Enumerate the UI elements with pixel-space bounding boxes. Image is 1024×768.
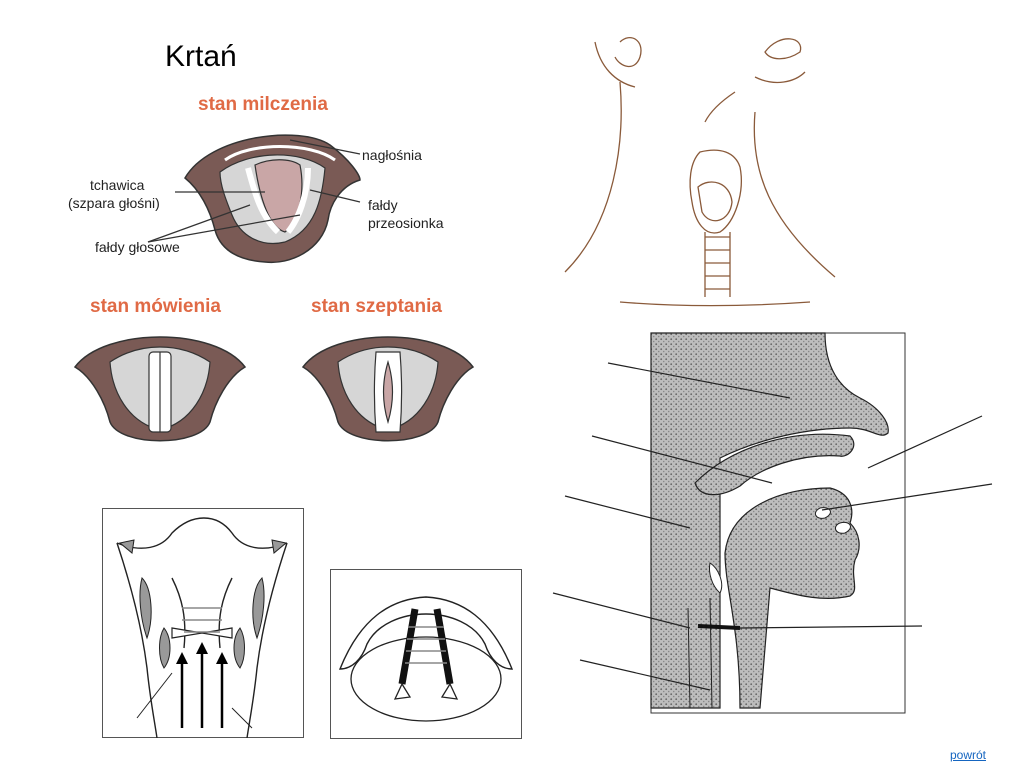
back-link[interactable]: powrót bbox=[949, 748, 986, 762]
label-vocal-folds: fałdy głosowe bbox=[95, 239, 180, 255]
larynx-coronal-section bbox=[102, 508, 304, 738]
larynx-silence-diagram bbox=[147, 134, 361, 264]
larynx-speaking-diagram bbox=[73, 336, 247, 442]
state-silence-title: stan milczenia bbox=[198, 94, 328, 115]
state-whispering-title: stan szeptania bbox=[311, 296, 442, 317]
larynx-silence-shape bbox=[184, 134, 361, 264]
label-epiglottis: nagłośnia bbox=[362, 147, 422, 163]
label-trachea-line1: tchawica bbox=[90, 177, 145, 193]
label-trachea-line2: (szpara głośni) bbox=[68, 195, 160, 211]
label-vestibular-line1: fałdy bbox=[368, 197, 398, 213]
slide-title: Krtań bbox=[165, 40, 237, 73]
glottis-top-view bbox=[330, 569, 522, 739]
state-speaking-title: stan mówienia bbox=[90, 296, 221, 317]
larynx-whispering-diagram bbox=[301, 336, 475, 442]
neck-sketch bbox=[564, 37, 836, 307]
label-vestibular-line2: przeosionka bbox=[368, 215, 444, 231]
head-sagittal-section bbox=[552, 332, 993, 714]
